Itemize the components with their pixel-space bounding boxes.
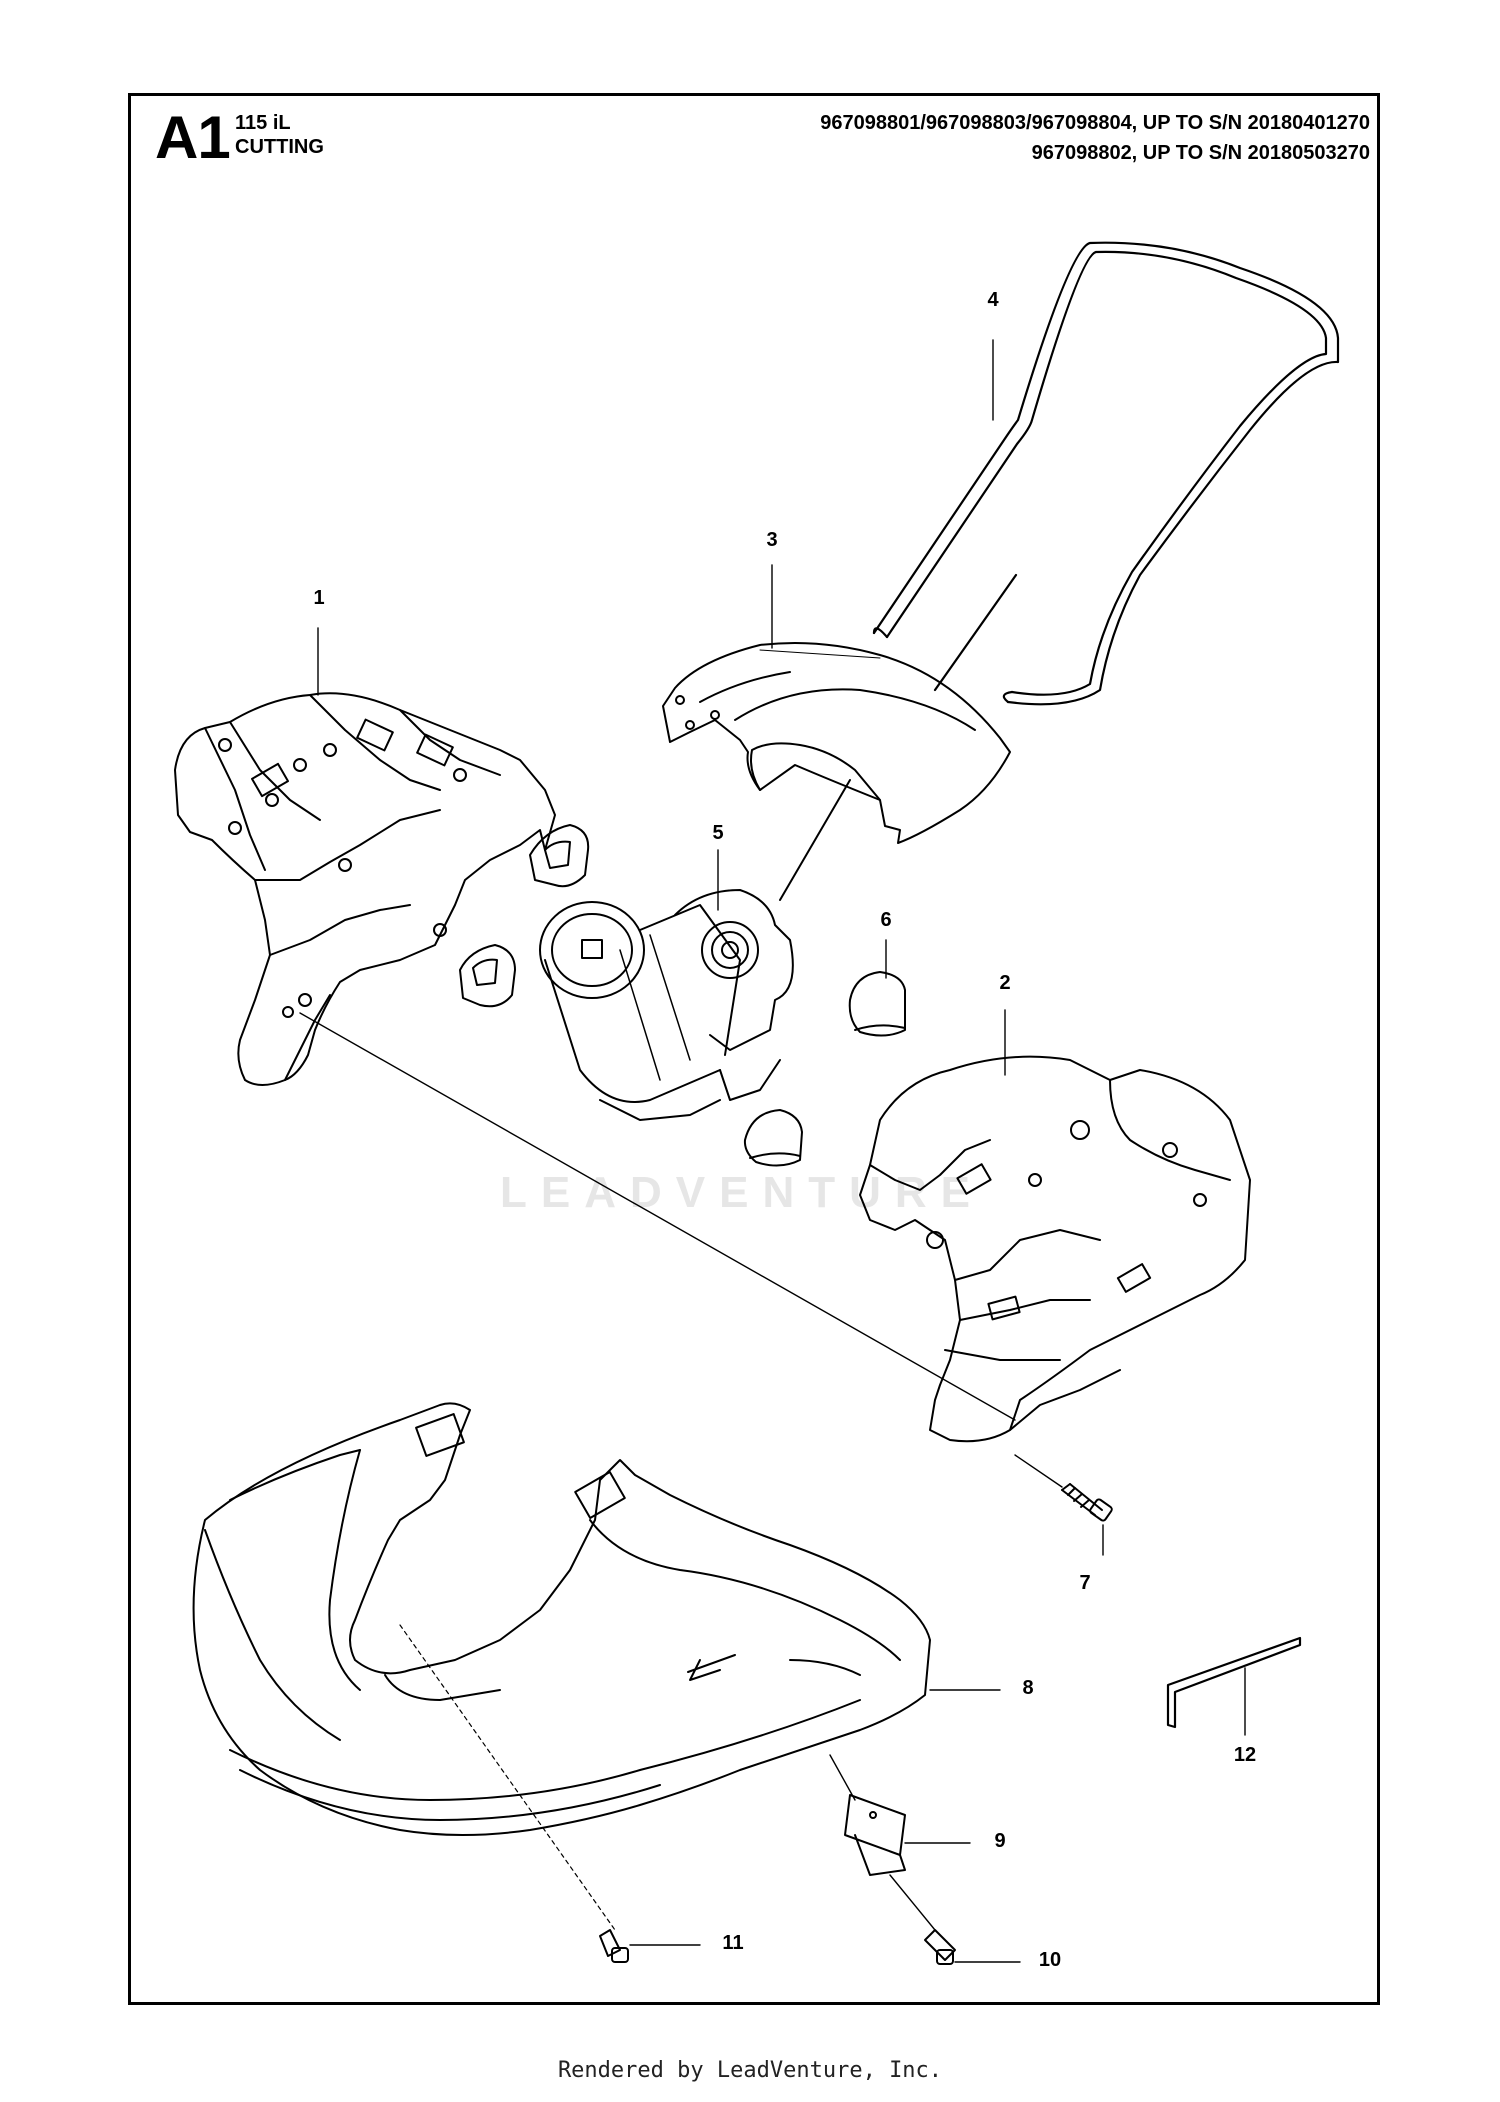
part-8-guard [192, 1402, 1001, 1836]
serial-range-line-2: 967098802, UP TO S/N 20180503270 [1031, 142, 1370, 164]
callout-8: 8 [1022, 1677, 1034, 1699]
part-9-clip [829, 1754, 971, 1931]
dampers [459, 824, 906, 1167]
callout-1: 1 [313, 587, 325, 609]
part-5-motor-assembly [539, 889, 794, 1121]
part-3-top-cover [662, 642, 1011, 901]
model-name: 115 iL [235, 112, 291, 134]
part-11-screw [399, 1624, 701, 1963]
part-1-left-housing [174, 692, 556, 1086]
callout-2: 2 [999, 972, 1011, 994]
drawing-frame [128, 93, 1380, 2005]
part-4-wire-loop [872, 241, 1340, 706]
part-10-screw [924, 1929, 1021, 1965]
callout-11: 11 [722, 1932, 744, 1954]
assembly-line-housings [299, 1012, 1016, 1421]
footer-credit: Rendered by LeadVenture, Inc. [557, 2058, 943, 2083]
callout-5: 5 [712, 822, 724, 844]
diagram-code: A1 [155, 104, 231, 171]
watermark: LEADVENTURE [500, 1168, 985, 1217]
callout-12: 12 [1233, 1744, 1257, 1766]
callout-9: 9 [994, 1830, 1006, 1852]
serial-range-line-1: 967098801/967098803/967098804, UP TO S/N… [820, 112, 1370, 134]
part-7-screw [1014, 1454, 1113, 1556]
callout-7: 7 [1079, 1572, 1091, 1594]
callout-leaders [317, 339, 1006, 1076]
callout-4: 4 [987, 289, 999, 311]
part-12-hex-key [1166, 1636, 1302, 1736]
part-2-right-housing [859, 1055, 1251, 1443]
section-name: CUTTING [235, 136, 324, 158]
callout-6: 6 [880, 909, 892, 931]
callout-10: 10 [1038, 1949, 1062, 1971]
callout-3: 3 [766, 529, 778, 551]
